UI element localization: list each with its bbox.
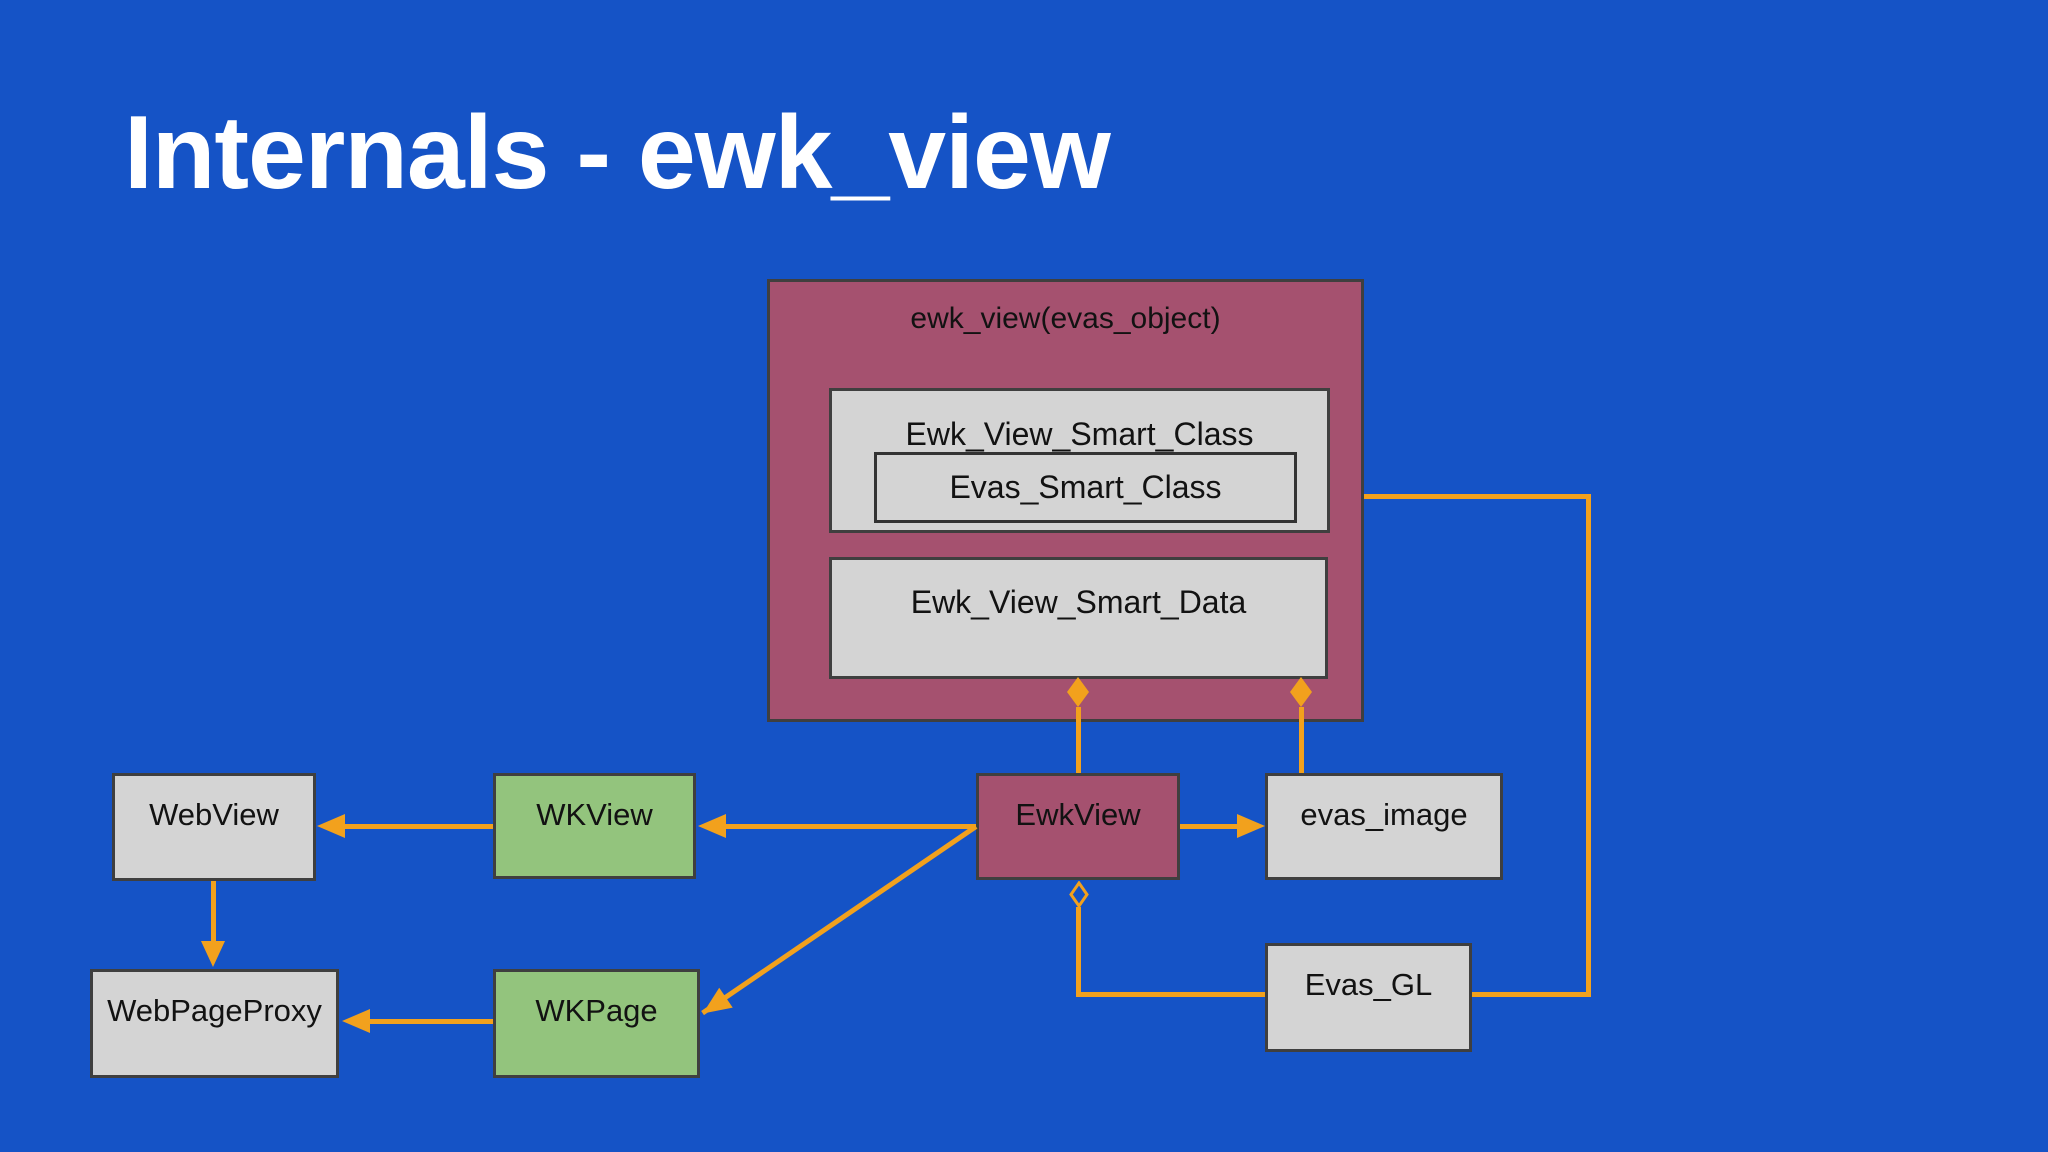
diamond-hollow-icon: [1069, 881, 1089, 908]
connector-ewkview-wkview: [724, 824, 976, 829]
connector-ewkview-smart-data: [1076, 707, 1081, 773]
node-webpageproxy: WebPageProxy: [90, 969, 339, 1078]
node-wkview: WKView: [493, 773, 696, 879]
arrowhead-left-icon: [342, 1009, 370, 1033]
arrowhead-down-icon: [201, 941, 225, 967]
connector-wkview-webview: [343, 824, 493, 829]
container-box-label: ewk_view(evas_object): [910, 302, 1221, 335]
node-evas-gl: Evas_GL: [1265, 943, 1472, 1052]
node-wkview-label: WKView: [536, 797, 653, 832]
node-ewkview: EwkView: [976, 773, 1180, 880]
connector-container-right: [1364, 494, 1590, 499]
arrowhead-right-icon: [1237, 814, 1265, 838]
page-title: Internals - ewk_view: [124, 95, 1111, 211]
box-evas-smart-class: Evas_Smart_Class: [874, 452, 1297, 523]
connector-ewkview-evas-image: [1180, 824, 1240, 829]
node-ewkview-label: EwkView: [1015, 797, 1141, 832]
connector-evas-image-smart-data: [1299, 707, 1304, 773]
connector-wkpage-webpageproxy: [368, 1019, 493, 1024]
box-ewk-view-smart-data: Ewk_View_Smart_Data: [829, 557, 1328, 679]
node-evas-gl-label: Evas_GL: [1304, 967, 1433, 1002]
arrowhead-left-icon: [317, 814, 345, 838]
node-wkpage-label: WKPage: [535, 993, 658, 1028]
diamond-filled-icon: [1290, 677, 1312, 707]
node-webview: WebView: [112, 773, 316, 881]
node-webpageproxy-label: WebPageProxy: [107, 993, 322, 1028]
arrowhead-left-icon: [698, 814, 726, 838]
node-webview-label: WebView: [149, 797, 279, 832]
connector-webview-webpageproxy: [211, 881, 216, 943]
diamond-filled-icon: [1067, 677, 1089, 707]
connector-right-vertical: [1586, 494, 1591, 997]
connector-ewkview-wkpage: [696, 824, 978, 1024]
evas-smart-class-label: Evas_Smart_Class: [949, 469, 1222, 506]
connector-ewkview-evas-gl-horizontal: [1076, 992, 1265, 997]
connector-ewkview-evas-gl-vertical: [1076, 907, 1081, 997]
smart-data-label: Ewk_View_Smart_Data: [910, 584, 1247, 620]
smart-class-label: Ewk_View_Smart_Class: [905, 416, 1254, 452]
connector-evas-gl-right: [1472, 992, 1591, 997]
node-wkpage: WKPage: [493, 969, 700, 1078]
node-evas-image: evas_image: [1265, 773, 1503, 880]
arrowhead-diagonal-icon: [696, 987, 733, 1024]
node-evas-image-label: evas_image: [1300, 797, 1468, 832]
